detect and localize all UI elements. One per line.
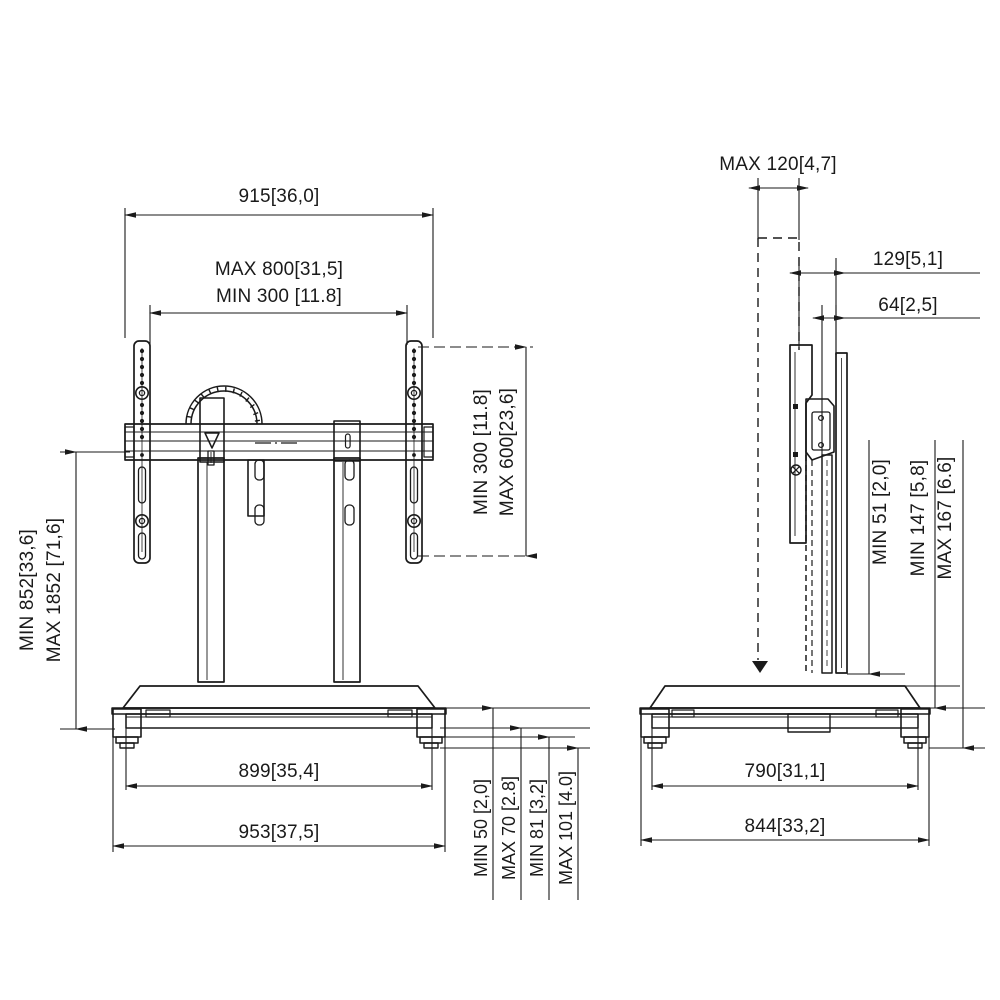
dim-vesa-height-max-label: MAX 600[23,6] <box>497 388 518 516</box>
dim-base-height <box>847 440 985 751</box>
dim-vesa-width <box>149 305 408 345</box>
front-view-dimensions <box>60 208 590 900</box>
caster-right <box>416 708 446 749</box>
dim-caster-a-min-label: MIN 50 [2,0] <box>471 779 491 877</box>
side-view-dimensions <box>640 178 985 846</box>
dim-caster-b-min-label: MIN 81 [3,2] <box>527 779 547 877</box>
dim-total-height <box>60 449 130 732</box>
bracket-right-holes <box>411 348 417 457</box>
dim-vesa-width-min-label: MIN 300 [11.8] <box>216 286 342 307</box>
dim-vesa-height <box>418 344 537 559</box>
screen-outline-hidden <box>752 237 800 673</box>
dim-caster-b-max-label: MAX 101 [4.0] <box>556 771 576 885</box>
caster-left <box>112 708 142 749</box>
dim-base-height-min-label: MIN 147 [5,8] <box>908 460 929 577</box>
mast-profile <box>805 352 848 674</box>
dim-screen-offset-max-label: MAX 120[4,7] <box>719 154 837 175</box>
dim-screen-offset-max <box>748 178 809 240</box>
vesa-bracket-right <box>405 340 423 564</box>
tilt-mechanism <box>805 398 835 461</box>
dim-base-inner-depth <box>651 714 919 790</box>
caster-side-right <box>900 708 930 749</box>
dim-height-min-label: MIN 852[33,6] <box>17 529 38 651</box>
dim-depth-64-label: 64[2,5] <box>878 295 938 316</box>
center-plate <box>247 459 265 517</box>
dim-base-inner-depth-label: 790[31,1] <box>744 761 825 782</box>
dim-vesa-height-min-label: MIN 300 [11.8] <box>471 389 492 515</box>
tilt-ratchet-arc <box>185 385 263 425</box>
dim-base-outer-depth <box>640 737 930 846</box>
caster-side-left <box>640 708 670 749</box>
dim-base-height-max-label: MAX 167 [6.6] <box>935 456 956 579</box>
dim-vesa-width-max-label: MAX 800[31,5] <box>215 259 343 280</box>
dim-depth-129-label: 129[5,1] <box>873 249 943 270</box>
dim-clearance-min <box>847 440 905 677</box>
dim-clearance-min-label: MIN 51 [2,0] <box>870 459 891 565</box>
dim-base-outer-depth-label: 844[33,2] <box>744 816 825 837</box>
dim-overall-width <box>124 208 434 338</box>
dim-overall-width-label: 915[36,0] <box>238 186 319 207</box>
tilt-pivot-column <box>199 397 225 466</box>
lift-columns <box>197 420 361 683</box>
dim-caster-heights <box>440 705 590 900</box>
dim-depth-64 <box>812 305 980 455</box>
dim-caster-a-max-label: MAX 70 [2.8] <box>499 776 519 880</box>
dim-base-inner-width <box>125 714 433 790</box>
cross-beam <box>124 423 434 461</box>
dim-base-outer-width <box>112 737 446 852</box>
bracket-left-holes <box>139 348 145 457</box>
dim-base-outer-width-label: 953[37,5] <box>238 822 319 843</box>
dim-height-max-label: MAX 1852 [71,6] <box>44 518 65 663</box>
dim-base-inner-width-label: 899[35,4] <box>238 761 319 782</box>
